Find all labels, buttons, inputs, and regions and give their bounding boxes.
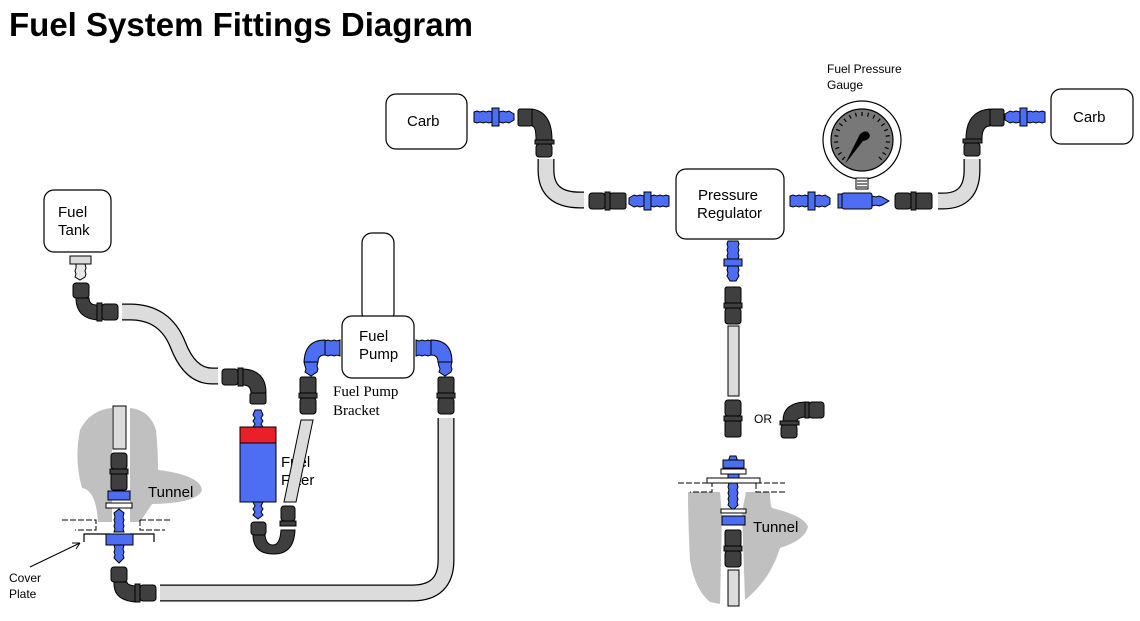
fuel-pump-label-1: Fuel [359,328,388,345]
regulator-left-hose-fitting [588,191,627,211]
gauge-tick [884,146,889,150]
hose-filter-to-pump [283,419,314,503]
fuel-pump-bracket-label-1: Fuel Pump [333,384,398,400]
gauge-tick [835,128,841,132]
return-line-bottom-fitting [723,399,743,438]
cover-plate-annotation: Cover Plate [9,542,81,601]
tunnel-right-label: Tunnel [753,519,798,536]
tunnel-right-hose-fitting [723,529,743,568]
cover-plate-label-2: Plate [9,587,37,601]
fuel-filter-outlet-u-fitting [250,505,297,555]
fuel-pump-bracket-label-2: Bracket [333,403,380,419]
carb-right-adapter [1004,107,1046,127]
gauge-needle [845,131,870,164]
gauge-tick [877,118,881,123]
regulator-bottom-adapter [723,240,743,282]
hose-tank-to-filter [122,303,218,385]
hose-carb-left [537,159,584,209]
fuel-tank-label-2: Tank [58,222,90,239]
pressure-regulator-label-2: Regulator [697,205,762,222]
pressure-regulator-label-1: Pressure [698,187,758,204]
tunnel-left-hose [112,405,127,450]
regulator-left-adapter [628,191,670,211]
gauge-tick [867,112,870,117]
fuel-pump-outlet-hose-fitting [436,376,456,415]
gauge-ticks [834,112,890,161]
gauge-tick [834,135,839,137]
fuel-pump-bracket-upright [361,232,395,324]
return-line-hose [727,325,740,397]
carb-left-label: Carb [407,113,440,130]
fuel-pump-label-2: Pump [359,346,398,363]
fuel-pump: Fuel Pump Fuel Pump Bracket [333,232,415,419]
fuel-pump-inlet-hose-fitting [298,376,318,415]
gauge-tick [878,156,883,161]
diagram-title: Fuel System Fittings Diagram [9,6,473,43]
tunnel-left: Tunnel [77,408,202,522]
hose-pump-to-tunnel [160,418,455,602]
gauge-tee-fitting [837,192,891,210]
fuel-tank: Fuel Tank [43,189,112,281]
cover-plate-label-1: Cover [9,571,41,585]
gauge-label-2: Gauge [827,78,863,92]
carb-right-elbow-fitting [962,108,1005,157]
bulkhead-fitting-left [62,490,170,564]
fuel-tank-label-1: Fuel [58,204,87,221]
tunnel-left-hose-fitting [109,452,129,491]
gauge-tick [881,123,886,127]
regulator-right-adapter [789,191,831,211]
gauge-tick [841,156,846,161]
pressure-regulator: Pressure Regulator [675,168,785,240]
gauge-tick [843,118,847,123]
tunnel-right-hose [727,569,740,607]
carb-left-adapter [473,107,515,127]
gauge-tick [885,135,890,137]
gauge-tick [883,128,889,132]
gauge-tick [848,114,852,119]
or-label: OR [754,412,772,426]
gauge-tick [837,152,842,156]
carb-left-elbow-fitting [517,108,555,158]
gauge-tick [838,123,843,127]
carb-left: Carb [385,93,468,150]
gauge-tick [854,112,857,117]
fuel-tank-elbow-fitting [72,282,119,322]
gauge-label-1: Fuel Pressure [827,62,902,76]
bulkhead-fitting-right [678,455,785,526]
gauge-tick [882,152,887,156]
fuel-pump-inlet-elbow [303,339,341,377]
fuel-filter-inlet-elbow [221,367,267,405]
regulator-right-hose-fitting [894,191,933,211]
gauge-tick [872,114,876,119]
return-line-top-fitting [723,286,743,325]
carb-right: Carb [1050,88,1134,145]
tunnel-left-label: Tunnel [148,484,193,501]
hose-carb-right [938,159,981,210]
alternative-elbow-fitting [779,401,825,439]
fuel-pump-outlet-elbow [415,339,453,377]
carb-right-label: Carb [1073,109,1106,126]
tunnel-right: Tunnel [688,492,808,604]
fuel-pressure-gauge: Fuel Pressure Gauge [822,62,902,190]
tunnel-left-bottom-elbow [110,566,157,603]
gauge-tick [835,146,840,150]
